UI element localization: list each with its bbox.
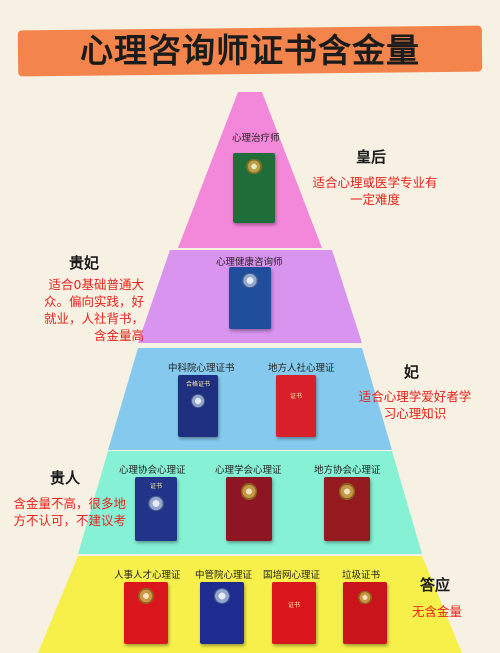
cover-text: 证书 [289, 393, 302, 400]
emblem-icon [246, 158, 262, 174]
certificate-book [229, 267, 271, 329]
cert-label: 心理治疗师 [232, 133, 280, 144]
cover-text: 证书 [149, 483, 162, 491]
tier-rank: 皇后 [356, 148, 387, 166]
certificate-book: 证书 [272, 582, 316, 644]
certificate-book [324, 477, 370, 541]
emblem-icon [240, 483, 258, 500]
cert-label: 中管院心理证 [195, 570, 253, 581]
certificate-book [226, 477, 272, 541]
emblem-icon [338, 483, 356, 500]
cert-label: 地方协会心理证 [314, 465, 381, 476]
cert-label: 中科院心理证书 [168, 363, 235, 374]
certificate-book [343, 582, 387, 644]
certificate-book [233, 153, 275, 223]
cert-label: 人事人才心理证 [114, 570, 181, 581]
cert-label: 垃圾证书 [342, 570, 381, 581]
tier-rank: 贵妃 [69, 254, 100, 272]
cert-label: 心理协会心理证 [119, 465, 186, 476]
tier-rank: 答应 [420, 576, 451, 594]
certificate-book: 证书 [276, 375, 316, 437]
cert-label: 国培网心理证 [263, 570, 321, 581]
tier-rank: 贵人 [50, 469, 81, 487]
emblem-icon [190, 393, 206, 408]
cover-text: 合格证书 [185, 381, 210, 388]
certificate-book [200, 582, 244, 644]
seal-icon [358, 590, 372, 604]
page-title: 心理咨询师证书含金量 [80, 31, 420, 70]
certificate-book: 合格证书 [178, 375, 218, 437]
cover-text: 证书 [287, 601, 300, 609]
tier-description: 适合心理或医学专业有一定难度 [312, 175, 438, 207]
tier-description: 适合心理学爱好者学习心理知识 [358, 389, 472, 421]
cert-label: 心理健康咨询师 [216, 257, 283, 268]
certificate-book: 证书 [135, 477, 177, 541]
tier-rank: 妃 [404, 363, 420, 381]
certificate-book [124, 582, 168, 644]
tier-description: 无含金量 [412, 604, 463, 619]
emblem-icon [138, 588, 154, 604]
tier-description: 适合0基础普通大众。偏向实践，好就业，人社背书，含金量高 [43, 277, 144, 343]
emblem-icon [242, 272, 258, 288]
cert-label: 地方人社心理证 [268, 363, 335, 374]
tier-description: 含金量不高，很多地方不认可，不建议考 [13, 496, 126, 528]
emblem-icon [214, 588, 230, 604]
emblem-icon [148, 496, 164, 512]
cert-label: 心理学会心理证 [215, 465, 282, 476]
